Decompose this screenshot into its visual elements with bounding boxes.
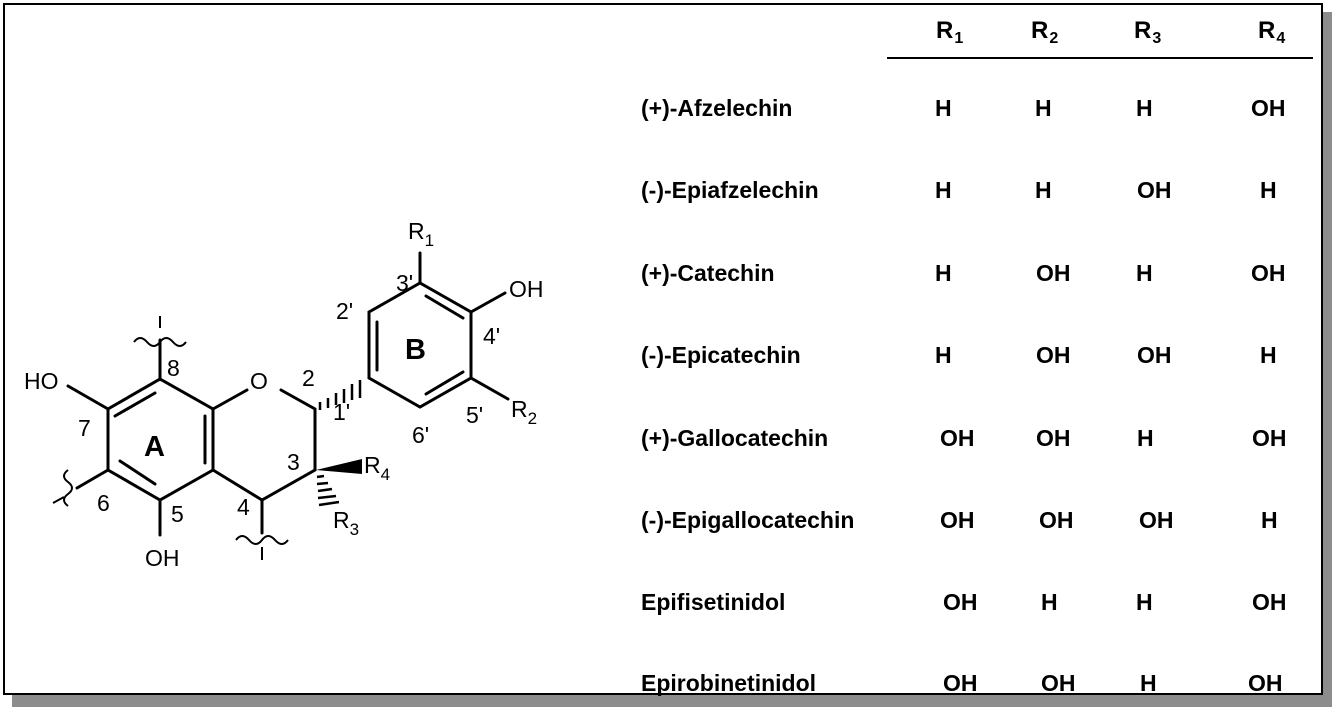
cell-r1: H	[935, 342, 952, 368]
position-2: 2	[302, 365, 315, 391]
header-r4: R4	[1258, 17, 1286, 47]
position-3: 3	[287, 449, 300, 475]
cell-r3: H	[1137, 425, 1154, 451]
position-7: 7	[78, 415, 91, 441]
cell-r3: H	[1136, 260, 1153, 286]
cell-r3: H	[1136, 95, 1153, 121]
compound-name: Epifisetinidol	[641, 589, 786, 615]
position-8: 8	[167, 355, 180, 381]
compound-name: Epirobinetinidol	[641, 670, 817, 696]
cell-r2: OH	[1041, 670, 1076, 696]
header-r3: R3	[1134, 17, 1162, 47]
position-1prime: 1'	[333, 399, 350, 425]
compound-name: (+)-Gallocatechin	[641, 425, 829, 451]
cell-r3: H	[1140, 670, 1157, 696]
ring-oxygen-label: O	[250, 368, 268, 394]
position-5prime: 5'	[466, 402, 483, 428]
figure-frame	[3, 3, 1323, 695]
ring-c-bonds	[211, 388, 249, 411]
cell-r4: OH	[1251, 95, 1286, 121]
cell-r4: H	[1261, 507, 1278, 533]
cell-r4: H	[1260, 177, 1277, 203]
cell-r1: H	[935, 260, 952, 286]
cell-r2: H	[1035, 95, 1052, 121]
cell-r2: H	[1041, 589, 1058, 615]
oh-c5-label: OH	[145, 545, 180, 571]
wavy-bonds	[52, 316, 289, 560]
compound-name: (-)-Epiafzelechin	[641, 177, 819, 203]
oh-c7-label: HO	[24, 368, 59, 394]
hashed-bond-c2	[318, 380, 362, 410]
cell-r3: H	[1136, 589, 1153, 615]
r1-label: R1	[408, 218, 434, 250]
position-5: 5	[171, 501, 184, 527]
compound-name: (+)-Afzelechin	[641, 95, 793, 121]
cell-r4: OH	[1252, 425, 1287, 451]
compound-name: (-)-Epigallocatechin	[641, 507, 855, 533]
cell-r3: OH	[1139, 507, 1174, 533]
cell-r4: OH	[1251, 260, 1286, 286]
cell-r2: OH	[1036, 260, 1071, 286]
cell-r2: OH	[1039, 507, 1074, 533]
cell-r3: OH	[1137, 177, 1172, 203]
cell-r2: H	[1035, 177, 1052, 203]
cell-r1: OH	[940, 425, 975, 451]
r4-label: R4	[364, 452, 390, 484]
position-4prime: 4'	[483, 323, 500, 349]
ring-a-label: A	[144, 431, 165, 463]
cell-r1: OH	[940, 507, 975, 533]
header-r1: R1	[936, 17, 964, 47]
ring-b-label: B	[405, 334, 426, 366]
cell-r2: OH	[1036, 342, 1071, 368]
oh-c4prime-label: OH	[509, 276, 544, 302]
position-2prime: 2'	[336, 298, 353, 324]
position-6: 6	[97, 490, 110, 516]
cell-r2: OH	[1036, 425, 1071, 451]
header-r2: R2	[1031, 17, 1059, 47]
compound-name: (+)-Catechin	[641, 260, 775, 286]
flavan-3-ol-structure: A B O HO OH OH R1 R2 R3 R4 2 3 4 5 6 7 8…	[24, 218, 544, 571]
position-4: 4	[237, 494, 250, 520]
cell-r1: OH	[943, 589, 978, 615]
hashed-bond-c3	[316, 474, 340, 507]
wedge-bond-c3	[316, 459, 362, 474]
header-rule	[887, 57, 1313, 59]
cell-r4: OH	[1248, 670, 1283, 696]
compound-name: (-)-Epicatechin	[641, 342, 801, 368]
position-6prime: 6'	[412, 422, 429, 448]
r2-label: R2	[511, 396, 537, 428]
cell-r1: H	[935, 95, 952, 121]
cell-r4: H	[1260, 342, 1277, 368]
r3-label: R3	[333, 507, 359, 539]
cell-r4: OH	[1252, 589, 1287, 615]
cell-r1: OH	[943, 670, 978, 696]
cell-r1: H	[935, 177, 952, 203]
position-3prime: 3'	[396, 270, 413, 296]
cell-r3: OH	[1137, 342, 1172, 368]
